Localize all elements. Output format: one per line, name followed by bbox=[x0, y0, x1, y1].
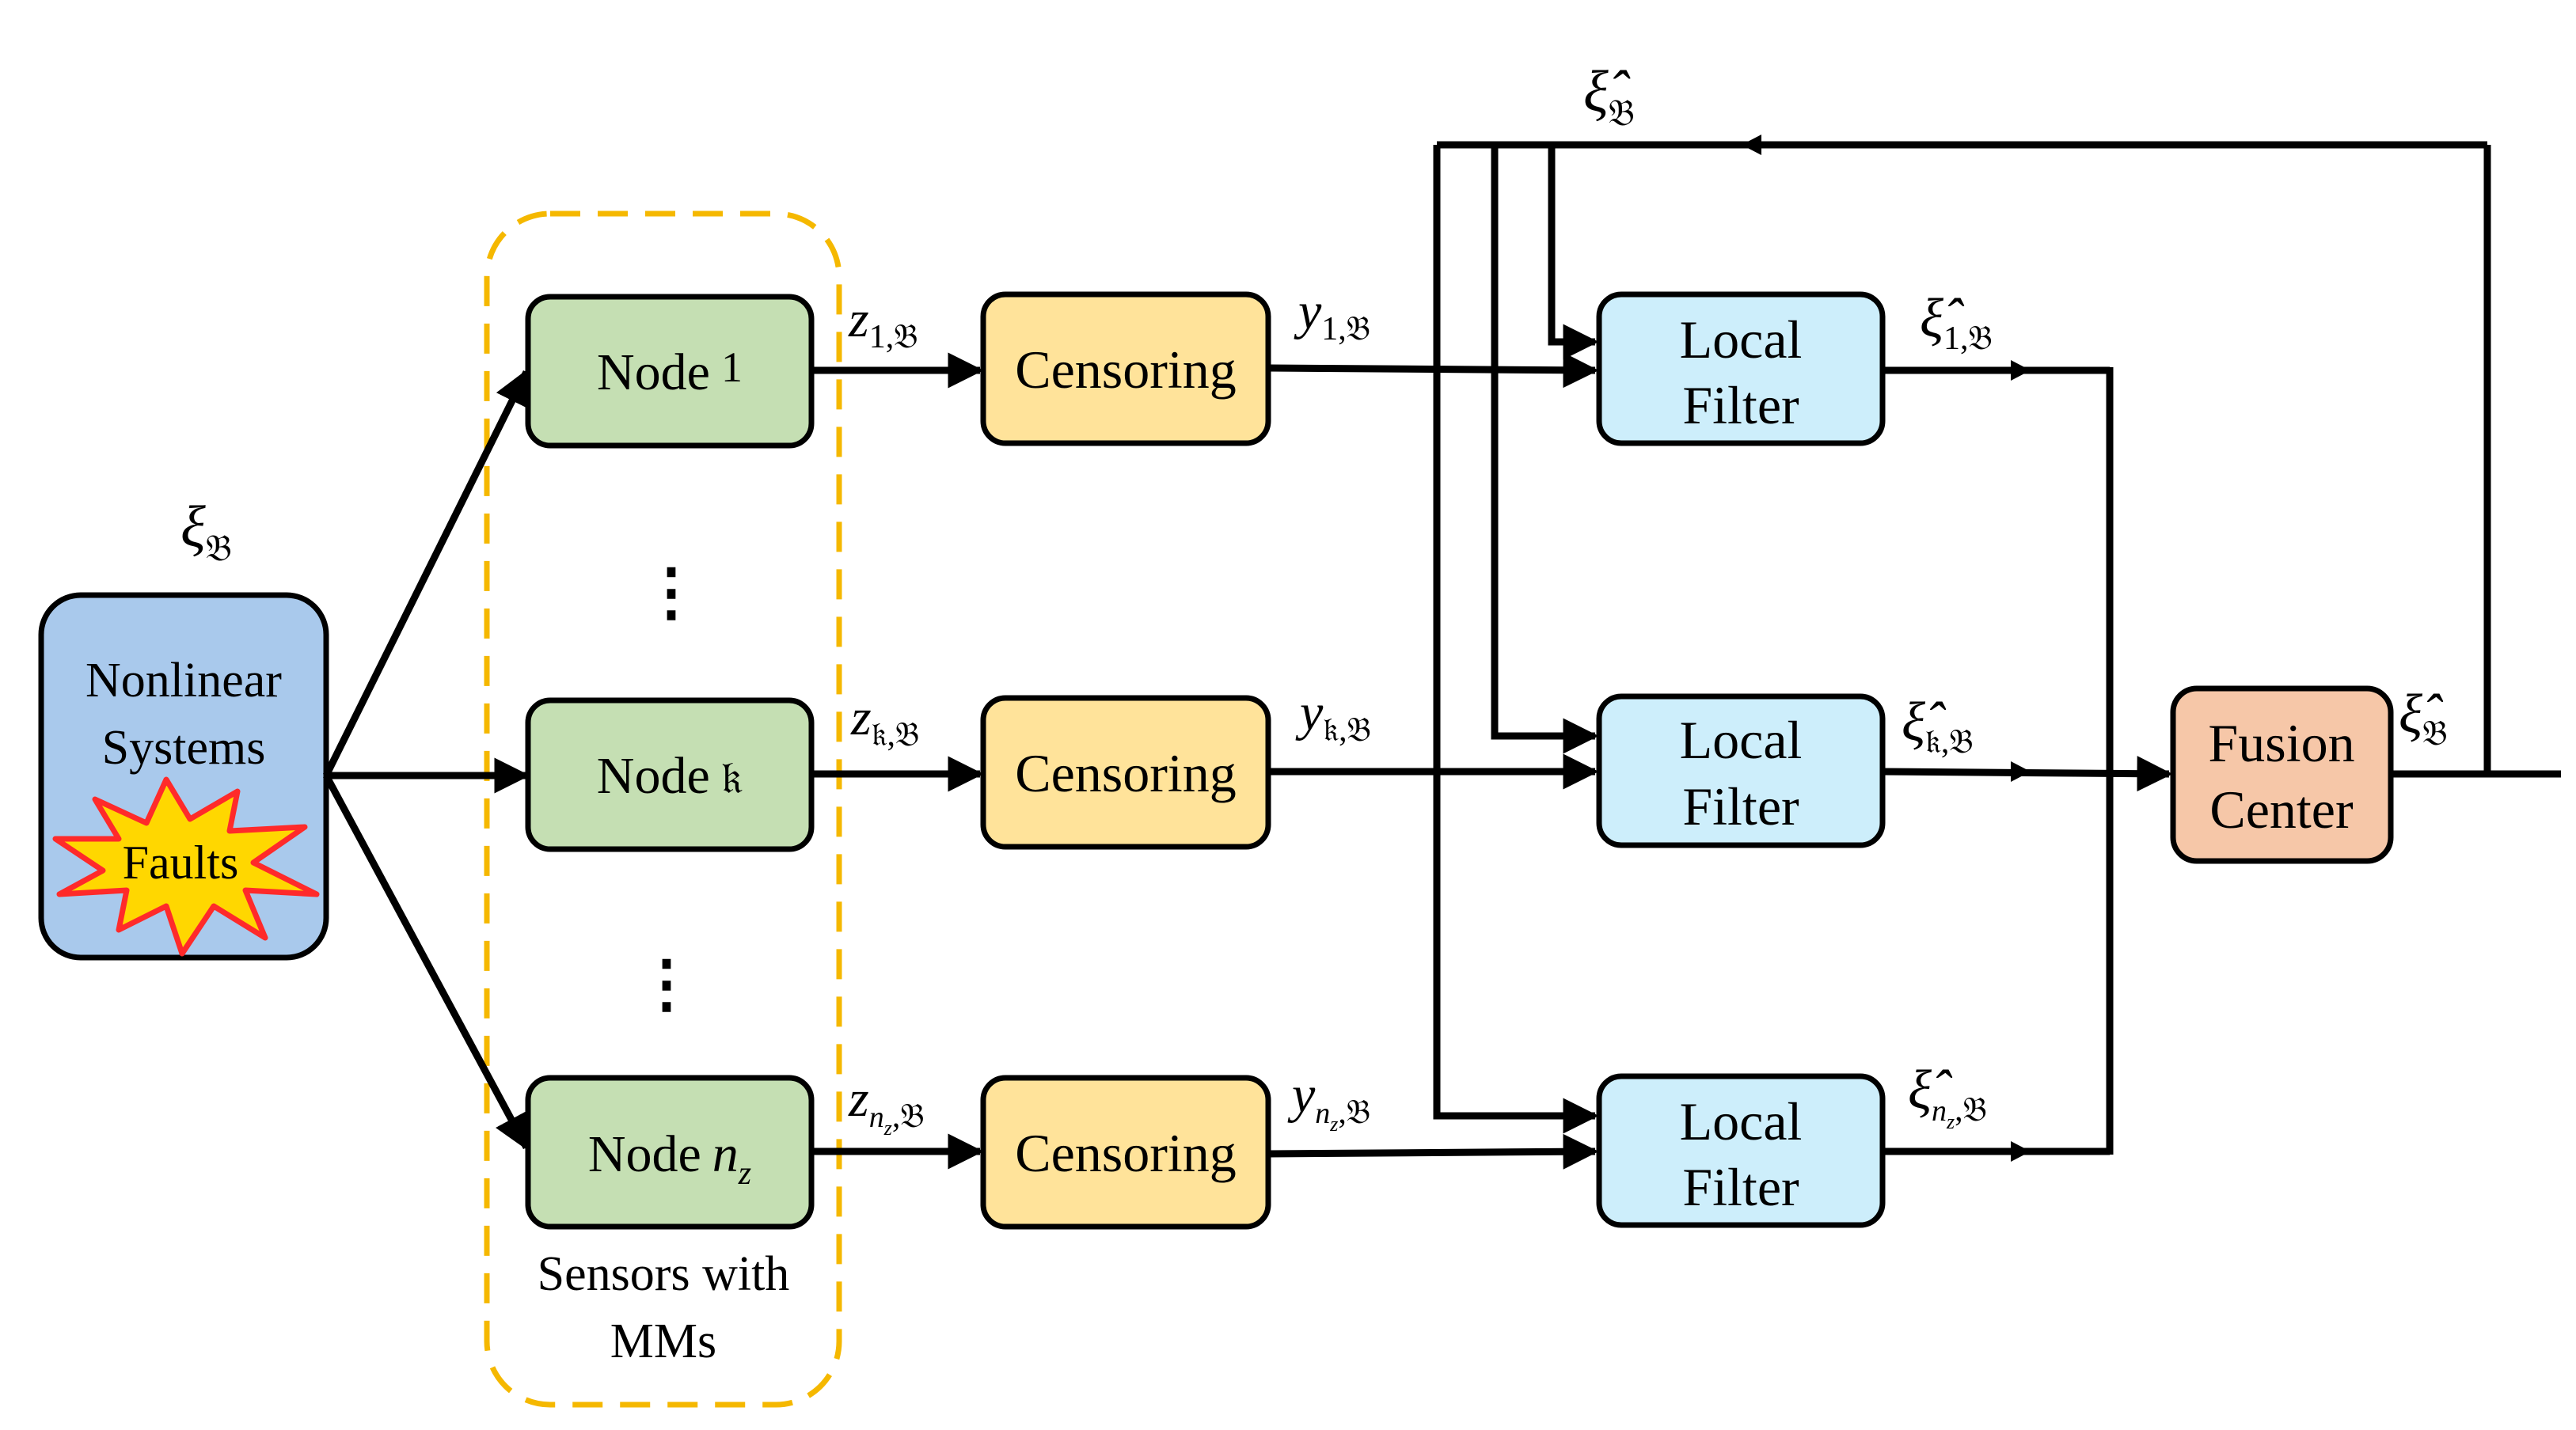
censoring-box-1: Censoring bbox=[980, 291, 1271, 446]
xi-hat-1-label: ξ̂1,𝔅 bbox=[1920, 288, 1993, 357]
censoring-box-k: Censoring bbox=[980, 695, 1271, 850]
nonlinear-systems-label-line1: Nonlinear bbox=[85, 654, 282, 707]
censor1-to-filter1-arrow bbox=[1267, 352, 1599, 389]
feedback-estimate-label: ξ̂𝔅 bbox=[1583, 59, 1635, 133]
ellipsis-lower: ⋮ bbox=[635, 950, 698, 1019]
svg-text:Censoring: Censoring bbox=[1015, 339, 1237, 400]
y-nz-label: ynz,𝔅 bbox=[1287, 1066, 1370, 1136]
xi-hat-nz-label: ξ̂nz,𝔅 bbox=[1908, 1060, 1987, 1133]
svg-text:Fusion: Fusion bbox=[2208, 713, 2354, 773]
nonlinear-systems-label-line2: Systems bbox=[102, 721, 266, 775]
y-1-label: y1,𝔅 bbox=[1294, 283, 1370, 347]
sensor-group-caption-line1: Sensors with bbox=[538, 1247, 790, 1301]
svg-text:Local: Local bbox=[1680, 1091, 1803, 1151]
sensor-group-border bbox=[484, 211, 842, 1408]
fusion-estimate-label: ξ̂𝔅 bbox=[2399, 684, 2448, 753]
filterk-output-arrowhead bbox=[2011, 761, 2031, 782]
sensor-group-caption-line2: MMs bbox=[610, 1314, 716, 1368]
local-filter-nz: Local Filter bbox=[1596, 1073, 1886, 1228]
z-nz-label: znz,𝔅 bbox=[848, 1070, 925, 1140]
svg-text:Filter: Filter bbox=[1682, 375, 1799, 435]
faults-label: Faults bbox=[123, 836, 239, 889]
source-to-node1-arrow bbox=[322, 368, 530, 777]
feedback-drop-1 bbox=[1548, 145, 1599, 360]
ellipsis-upper: ⋮ bbox=[640, 558, 703, 628]
svg-text:Center: Center bbox=[2209, 779, 2354, 840]
feedback-drop-k bbox=[1491, 145, 1599, 754]
feedback-arrowhead bbox=[1742, 135, 1761, 155]
filternz-output-arrowhead bbox=[2011, 1141, 2031, 1162]
censornz-to-filternz-arrow bbox=[1267, 1133, 1599, 1170]
svg-text:Local: Local bbox=[1680, 309, 1803, 370]
fusion-center: Fusion Center bbox=[2170, 685, 2394, 864]
svg-text:Filter: Filter bbox=[1682, 776, 1799, 836]
svg-text:Filter: Filter bbox=[1682, 1157, 1799, 1217]
state-symbol: ξ𝔅 bbox=[180, 495, 232, 568]
y-k-label: y𝔨,𝔅 bbox=[1295, 684, 1371, 749]
svg-text:Local: Local bbox=[1680, 710, 1803, 770]
svg-text:Censoring: Censoring bbox=[1015, 1123, 1237, 1183]
z-1-label: z1,𝔅 bbox=[848, 290, 918, 355]
filter1-output-arrowhead bbox=[2011, 360, 2031, 381]
svg-text:Censoring: Censoring bbox=[1015, 743, 1237, 803]
xi-hat-k-label: ξ̂𝔨,𝔅 bbox=[1902, 692, 1974, 761]
faults-burst-icon bbox=[52, 776, 320, 957]
censoring-box-nz: Censoring bbox=[980, 1075, 1271, 1230]
z-k-label: z𝔨,𝔅 bbox=[850, 688, 919, 753]
local-filter-1: Local Filter bbox=[1596, 291, 1886, 446]
feedback-drop-nz bbox=[1433, 145, 1599, 1134]
source-to-nodenz-arrow bbox=[323, 773, 530, 1151]
local-filter-k: Local Filter bbox=[1596, 693, 1886, 848]
